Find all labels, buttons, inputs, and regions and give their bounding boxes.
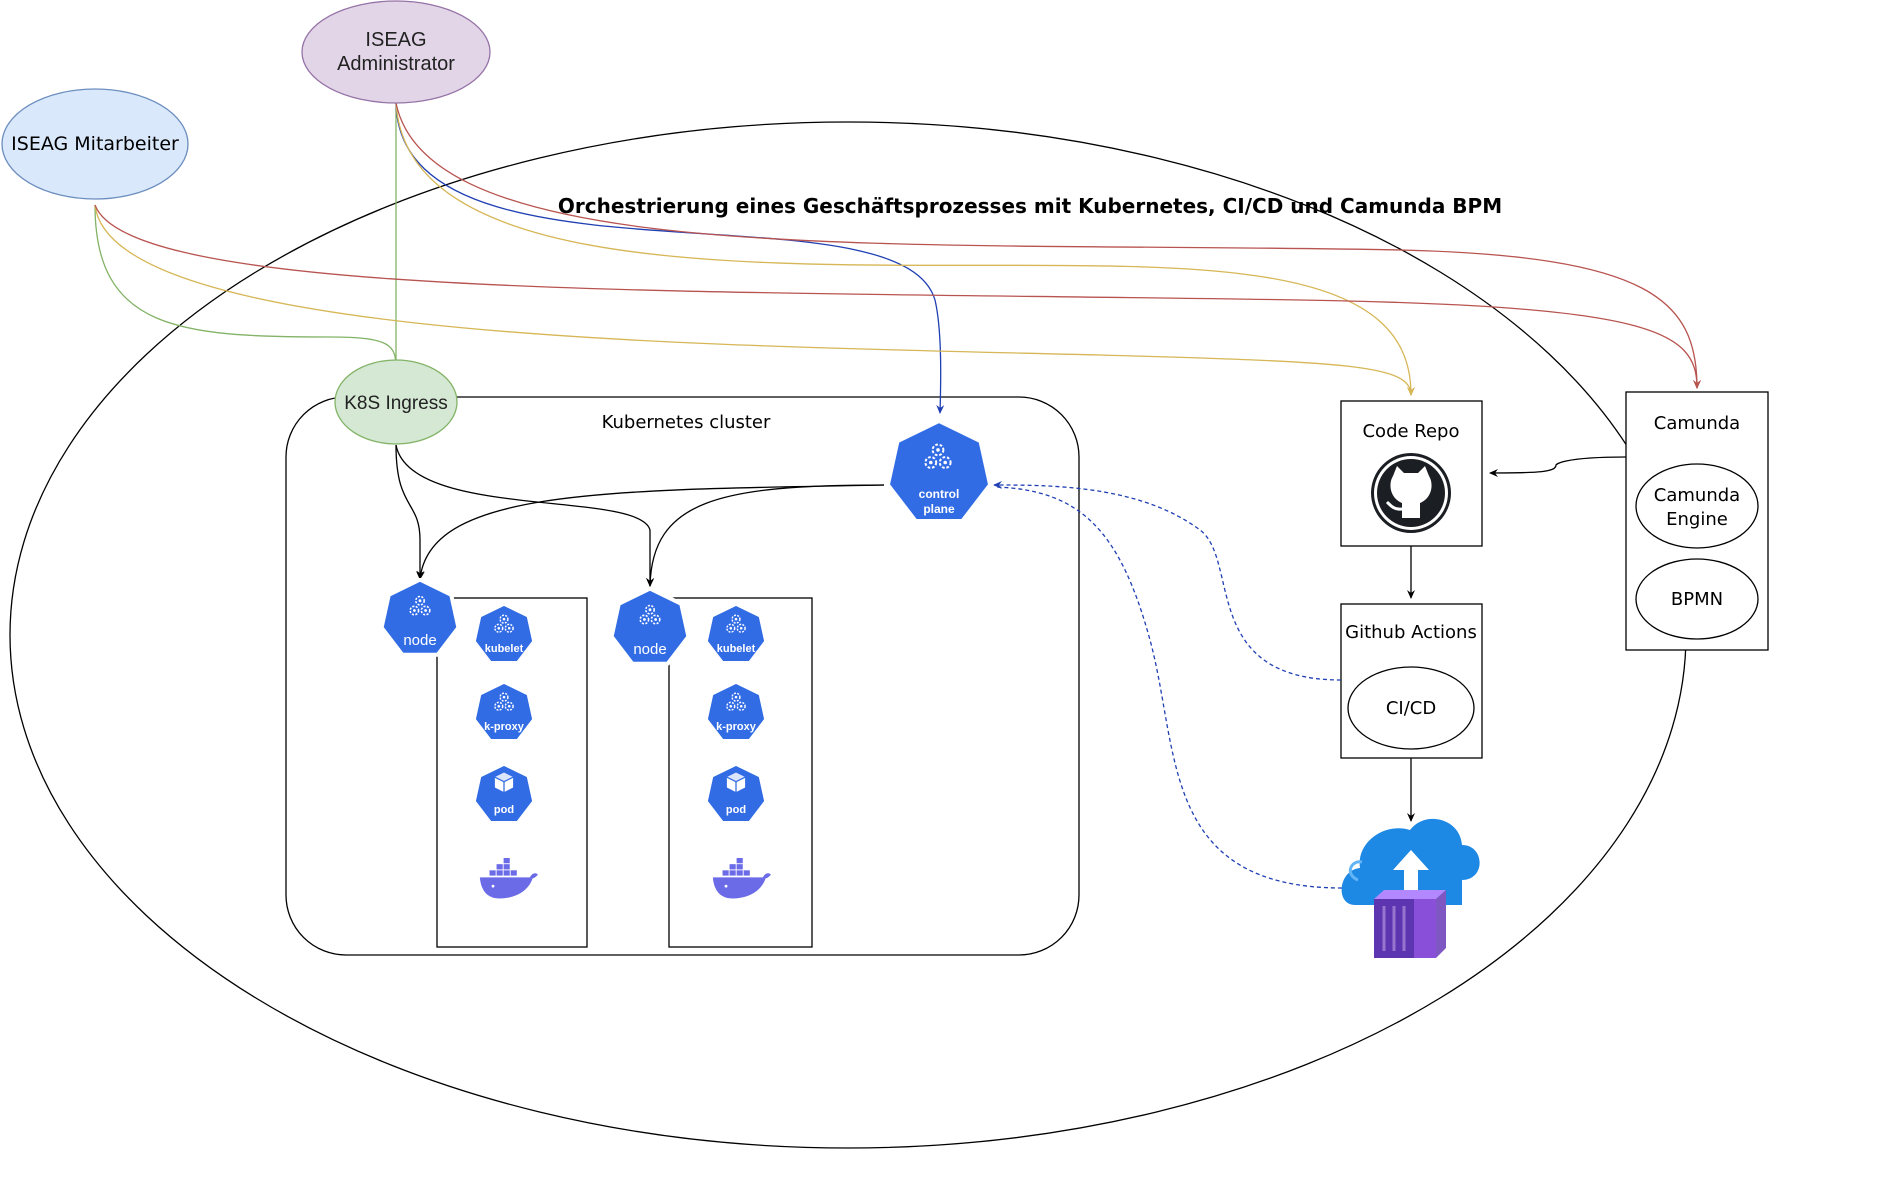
node-1-pod-label: pod xyxy=(494,804,514,816)
control-plane-label-1: control xyxy=(919,487,960,501)
camunda-title: Camunda xyxy=(1654,413,1740,434)
edge-cicd-controlplane-dashed xyxy=(993,481,1342,681)
container-registry-icon xyxy=(1374,890,1446,958)
k8s-ingress-ellipse[interactable] xyxy=(334,359,458,445)
k8s-ingress-label: K8S Ingress xyxy=(344,393,448,414)
edge-admin-coderepo xyxy=(395,102,1415,396)
node-1-icon[interactable]: node xyxy=(382,580,459,655)
cicd-ellipse[interactable] xyxy=(1347,666,1475,750)
bpmn-ellipse[interactable] xyxy=(1635,558,1759,640)
node-1-kubelet-icon: kubelet xyxy=(472,603,536,665)
admin-actor-label-2: Administrator xyxy=(337,53,455,75)
edge-employee-ingress xyxy=(94,204,400,369)
node-1-kproxy-label: k-proxy xyxy=(484,721,525,733)
node-1-kproxy-icon: k-proxy xyxy=(472,681,536,743)
control-plane-label-2: plane xyxy=(923,502,955,516)
node-2-icon[interactable]: node xyxy=(612,589,689,664)
cloud-upload-icon xyxy=(1341,818,1480,905)
edge-controlplane-node2 xyxy=(646,484,885,587)
node-1-label: node xyxy=(403,632,436,649)
github-actions-label: Github Actions xyxy=(1345,622,1477,643)
admin-actor-ellipse[interactable] xyxy=(301,0,491,104)
kubernetes-cluster-label: Kubernetes cluster xyxy=(602,412,771,433)
edge-admin-camunda xyxy=(395,102,1701,389)
edge-ingress-node1 xyxy=(395,444,424,580)
github-icon xyxy=(1371,453,1451,533)
node-2-label: node xyxy=(633,641,666,658)
node-2-kproxy-label: k-proxy xyxy=(716,721,757,733)
bpmn-label: BPMN xyxy=(1671,589,1723,610)
employee-actor-label: ISEAG Mitarbeiter xyxy=(11,133,179,155)
camunda-engine-label-2: Engine xyxy=(1666,509,1728,530)
admin-actor-label-1: ISEAG xyxy=(365,29,426,51)
employee-actor-ellipse[interactable] xyxy=(1,88,189,200)
control-plane-icon[interactable]: control plane xyxy=(887,420,991,522)
node-2-pod-label: pod xyxy=(726,804,746,816)
edge-controlplane-node1 xyxy=(416,484,885,580)
node-2-kproxy-icon: k-proxy xyxy=(704,681,768,743)
diagram-title: Orchestrierung eines Geschäftsprozesses … xyxy=(558,194,1502,218)
cicd-label: CI/CD xyxy=(1386,698,1436,719)
node-2-kubelet-label: kubelet xyxy=(717,643,756,655)
edge-ingress-node2 xyxy=(395,444,654,587)
code-repo-label: Code Repo xyxy=(1362,421,1459,442)
node-1-kubelet-label: kubelet xyxy=(485,643,524,655)
kubernetes-cluster-box xyxy=(285,396,1080,956)
camunda-engine-ellipse[interactable] xyxy=(1635,463,1759,549)
edge-registry-controlplane-dashed xyxy=(995,486,1343,889)
node-1-pod-icon: pod xyxy=(472,763,536,825)
edge-admin-controlplane xyxy=(395,102,945,414)
edge-employee-camunda xyxy=(94,204,1701,389)
node-2-kubelet-icon: kubelet xyxy=(704,603,768,665)
edge-camunda-coderepo xyxy=(1489,456,1627,477)
edge-employee-coderepo xyxy=(94,204,1415,396)
camunda-engine-label-1: Camunda xyxy=(1654,485,1740,506)
node-2-pod-icon: pod xyxy=(704,763,768,825)
